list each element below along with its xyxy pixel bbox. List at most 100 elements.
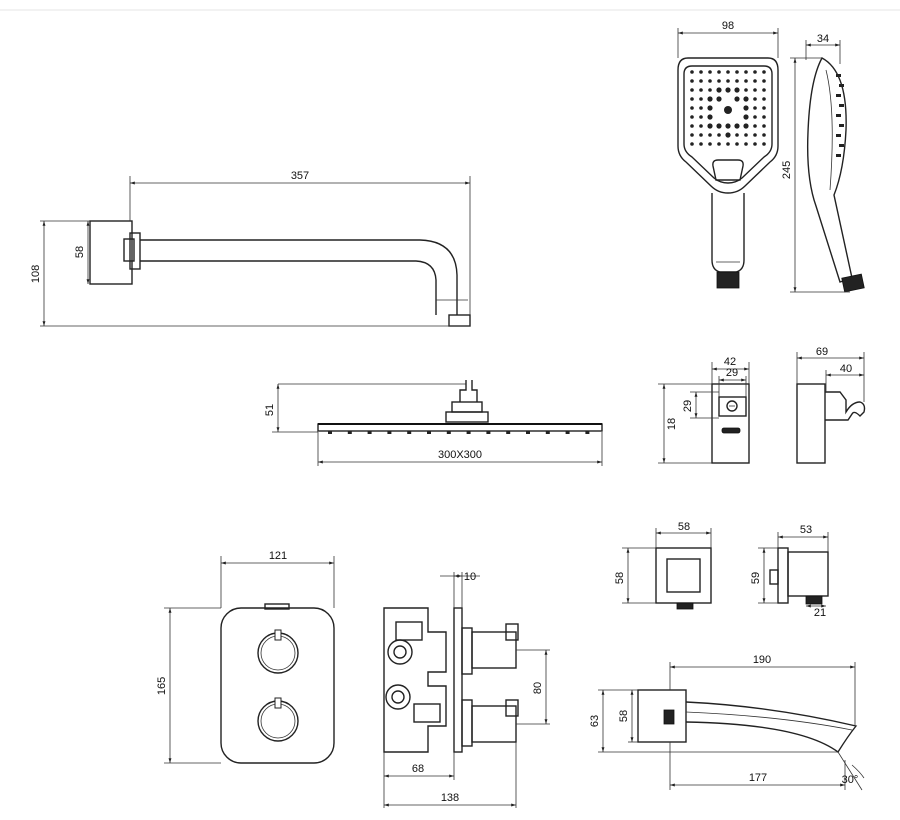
spray-nozzle bbox=[699, 115, 703, 119]
shower-head-nozzles bbox=[328, 431, 590, 434]
spray-nozzle bbox=[690, 133, 694, 137]
spray-nozzle bbox=[699, 133, 703, 137]
spray-nozzle bbox=[707, 123, 713, 129]
dim-arm-length: 357 bbox=[291, 170, 309, 182]
spray-nozzle bbox=[744, 88, 748, 92]
spray-nozzle bbox=[743, 96, 749, 102]
spray-nozzle bbox=[734, 96, 740, 102]
spray-nozzle bbox=[708, 133, 712, 137]
spray-nozzle bbox=[734, 87, 740, 93]
spray-nozzle bbox=[762, 124, 766, 128]
spray-nozzle bbox=[744, 70, 748, 74]
spray-nozzle bbox=[744, 142, 748, 146]
dim-outlet-thread: 21 bbox=[814, 607, 826, 619]
spray-nozzle bbox=[744, 133, 748, 137]
spray-nozzle bbox=[726, 142, 730, 146]
spray-nozzle bbox=[726, 70, 730, 74]
spray-nozzle bbox=[699, 79, 703, 83]
spray-nozzle bbox=[753, 97, 757, 101]
dim-head-size: 300X300 bbox=[438, 449, 482, 461]
spray-nozzle bbox=[699, 70, 703, 74]
spray-nozzle bbox=[725, 87, 731, 93]
spray-nozzle bbox=[690, 97, 694, 101]
nozzle-mark bbox=[565, 431, 570, 434]
dim-outlet-side-height: 59 bbox=[750, 572, 762, 584]
spray-nozzle bbox=[699, 106, 703, 110]
dim-holder-inner-height: 29 bbox=[682, 400, 694, 412]
dim-holder-side-width: 69 bbox=[816, 346, 828, 358]
dim-head-depth: 51 bbox=[264, 404, 276, 416]
nozzle-mark bbox=[446, 431, 451, 434]
spray-nozzle bbox=[717, 142, 721, 146]
dim-hand-length: 245 bbox=[781, 161, 793, 179]
nozzle-mark bbox=[506, 431, 511, 434]
spray-nozzle bbox=[762, 97, 766, 101]
spray-nozzle bbox=[735, 142, 739, 146]
spray-nozzle bbox=[753, 79, 757, 83]
spray-nozzle bbox=[735, 133, 739, 137]
dim-hand-depth: 34 bbox=[817, 33, 829, 45]
dim-spout-flange-height: 58 bbox=[618, 710, 630, 722]
spray-nozzle bbox=[699, 97, 703, 101]
spray-nozzle bbox=[717, 79, 721, 83]
spray-nozzle bbox=[690, 142, 694, 146]
spray-nozzle bbox=[762, 88, 766, 92]
spray-nozzle bbox=[708, 142, 712, 146]
spray-nozzle bbox=[717, 133, 721, 137]
spray-nozzle bbox=[726, 79, 730, 83]
dim-valve-height: 165 bbox=[156, 677, 168, 695]
nozzle-mark bbox=[585, 431, 590, 434]
spray-nozzle bbox=[734, 123, 740, 129]
outlet-front bbox=[622, 528, 712, 610]
hand-shower-side-nozzles bbox=[836, 74, 844, 157]
spray-center-nozzle bbox=[724, 106, 732, 114]
spray-nozzle bbox=[762, 106, 766, 110]
spray-nozzle bbox=[690, 124, 694, 128]
nozzle-mark bbox=[526, 431, 530, 434]
dim-spout-angle: 30° bbox=[842, 774, 859, 786]
spray-nozzle bbox=[762, 115, 766, 119]
spray-nozzle bbox=[744, 79, 748, 83]
hand-shower-front bbox=[677, 57, 779, 289]
dim-spout-height-total: 63 bbox=[589, 715, 601, 727]
dim-body-depth-inner: 68 bbox=[412, 763, 424, 775]
spray-nozzle bbox=[753, 106, 757, 110]
spray-nozzle bbox=[707, 105, 713, 111]
dim-spout-projection: 177 bbox=[749, 772, 767, 784]
spray-nozzle bbox=[735, 70, 739, 74]
dim-valve-width: 121 bbox=[269, 550, 287, 562]
spray-nozzle bbox=[707, 114, 713, 120]
nozzle-mark bbox=[367, 431, 372, 434]
spray-nozzle bbox=[716, 87, 722, 93]
concealed-body bbox=[383, 572, 550, 808]
spray-nozzle bbox=[708, 79, 712, 83]
hand-shower-side bbox=[807, 57, 865, 293]
spray-nozzle bbox=[743, 114, 749, 120]
spray-nozzle bbox=[753, 133, 757, 137]
wall-arm-drawing bbox=[40, 176, 471, 327]
spray-nozzle bbox=[708, 70, 712, 74]
nozzle-mark bbox=[466, 431, 471, 434]
dim-holder-inner-width: 29 bbox=[726, 367, 738, 379]
dim-body-flange: 10 bbox=[464, 571, 476, 583]
dim-outlet-height: 58 bbox=[614, 572, 626, 584]
side-nozzle bbox=[836, 94, 841, 97]
spray-nozzle bbox=[716, 96, 722, 102]
spray-nozzle bbox=[690, 115, 694, 119]
spray-nozzle bbox=[699, 88, 703, 92]
shower-head-drawing bbox=[278, 380, 603, 432]
dim-body-depth-total: 138 bbox=[441, 792, 459, 804]
dim-spout-length: 190 bbox=[753, 654, 771, 666]
side-nozzle bbox=[839, 144, 844, 147]
spray-nozzle bbox=[743, 105, 749, 111]
spray-nozzle bbox=[753, 70, 757, 74]
spray-nozzle bbox=[690, 106, 694, 110]
spray-nozzle bbox=[690, 88, 694, 92]
spray-nozzle bbox=[753, 142, 757, 146]
side-nozzle bbox=[839, 104, 844, 107]
spray-nozzle bbox=[753, 88, 757, 92]
side-nozzle bbox=[836, 114, 841, 117]
spray-nozzle bbox=[725, 123, 731, 129]
